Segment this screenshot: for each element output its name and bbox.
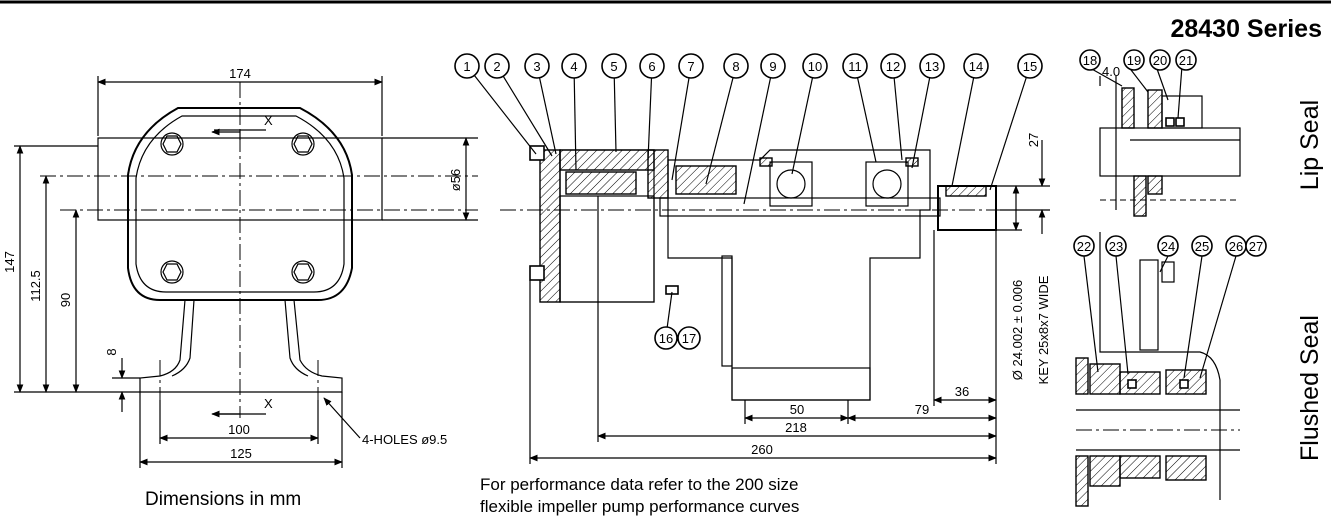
balloon-8: 8 — [732, 59, 739, 74]
balloon-5: 5 — [610, 59, 617, 74]
balloon-1: 1 — [463, 59, 470, 74]
dim-shaft-to-end: 79 — [915, 402, 929, 417]
balloon-14: 14 — [969, 59, 983, 74]
balloon-27: 27 — [1249, 239, 1263, 254]
lip-seal-detail: 18 4.0 19 20 21 Lip Seal — [1079, 49, 1324, 217]
balloon-16: 16 — [659, 331, 673, 346]
dim-overall-b: 260 — [751, 442, 773, 457]
balloon-10: 10 — [808, 59, 822, 74]
balloon-22: 22 — [1077, 239, 1091, 254]
balloon-11: 11 — [848, 59, 862, 74]
balloon-26: 26 — [1229, 239, 1243, 254]
dim-port-dia: ø56 — [448, 169, 463, 191]
lip-seal-dim: 4.0 — [1102, 64, 1120, 79]
dim-foot-width: 50 — [790, 402, 804, 417]
series-title: 28430 Series — [1170, 15, 1322, 43]
section-label-bottom: X — [264, 396, 273, 411]
balloon-15: 15 — [1023, 59, 1037, 74]
balloon-13: 13 — [925, 59, 939, 74]
dim-key: KEY 25x8x7 WIDE — [1036, 275, 1051, 384]
balloon-6: 6 — [648, 59, 655, 74]
balloon-17: 17 — [682, 331, 696, 346]
balloon-19: 19 — [1127, 53, 1141, 68]
balloon-9: 9 — [769, 59, 776, 74]
units-note: Dimensions in mm — [145, 489, 301, 510]
flushed-seal-label: Flushed Seal — [1296, 315, 1324, 461]
balloon-7: 7 — [687, 59, 694, 74]
balloon-25: 25 — [1195, 239, 1209, 254]
dim-base-width: 125 — [230, 446, 252, 461]
side-section-view: 1 2 3 4 5 6 7 8 9 10 11 12 13 14 15 16 1… — [454, 53, 1051, 464]
dim-width-top: 174 — [229, 66, 251, 81]
dim-height-port: 112.5 — [28, 270, 43, 302]
performance-note-line1: For performance data refer to the 200 si… — [480, 475, 798, 494]
lip-seal-label: Lip Seal — [1296, 100, 1324, 190]
balloon-20: 20 — [1153, 53, 1167, 68]
balloon-4: 4 — [570, 59, 577, 74]
balloon-12: 12 — [886, 59, 900, 74]
section-label-top: X — [264, 113, 273, 128]
dim-base-thk: 8 — [104, 348, 119, 355]
balloon-leaders — [466, 65, 1031, 337]
dim-shaft-dia: Ø 24.002 ± 0.006 — [1010, 280, 1025, 380]
pump-body-outline — [127, 107, 353, 301]
balloon-23: 23 — [1109, 239, 1123, 254]
front-view: X X 174 ø56 147 112.5 90 8 100 — [2, 66, 478, 468]
balloon-21: 21 — [1179, 53, 1193, 68]
balloon-18: 18 — [1083, 53, 1097, 68]
flushed-seal-detail: 22 23 24 25 26 27 Flushed Seal — [1073, 232, 1324, 507]
dim-hole-spacing: 100 — [228, 422, 250, 437]
performance-note-line2: flexible impeller pump performance curve… — [480, 497, 799, 516]
part-balloons: 1 2 3 4 5 6 7 8 9 10 11 12 13 14 15 16 1… — [454, 53, 1043, 350]
dim-shaft-ext: 36 — [955, 384, 969, 399]
balloon-24: 24 — [1161, 239, 1175, 254]
dim-holes-note: 4-HOLES ø9.5 — [362, 432, 447, 447]
dim-overall-a: 218 — [785, 420, 807, 435]
balloon-2: 2 — [493, 59, 500, 74]
bolt-head-icon — [160, 132, 315, 284]
dim-height-total: 147 — [2, 251, 17, 273]
dim-height-shaft: 90 — [58, 293, 73, 307]
dim-key-height: 27 — [1026, 133, 1041, 147]
balloon-3: 3 — [533, 59, 540, 74]
